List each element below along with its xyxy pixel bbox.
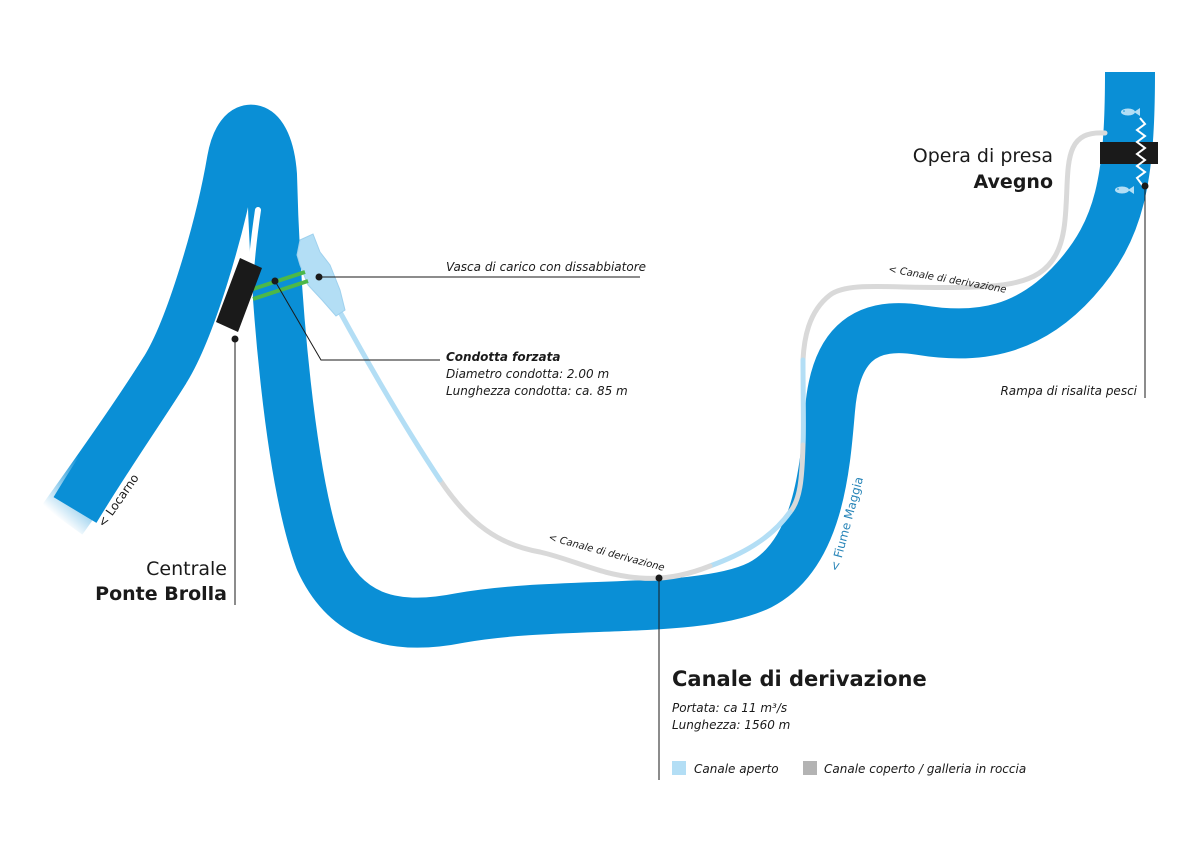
legend: Canale aperto Canale coperto / galleria …	[672, 761, 1026, 776]
canal-open-mid	[707, 509, 793, 569]
canal-covered-low	[637, 563, 713, 581]
label-canale-portata: Portata: ca 11 m³/s	[672, 701, 787, 715]
canal-open-lower	[337, 309, 443, 483]
label-canal-tag-bottom: < Canale di derivazione	[547, 532, 665, 574]
leader-dot-canale	[655, 574, 663, 582]
leader-condotta	[274, 280, 440, 361]
fish-icon	[1121, 108, 1140, 116]
label-presa-line2: Avegno	[974, 171, 1053, 193]
leader-dot-centrale	[231, 335, 239, 343]
label-condotta-diam: Diametro condotta: 2.00 m	[446, 367, 609, 381]
label-canal-tag-top: < Canale di derivazione	[887, 264, 1007, 296]
legend-label-covered: Canale coperto / galleria in roccia	[824, 762, 1026, 776]
leader-dot-condotta	[271, 277, 279, 285]
power-station	[216, 258, 262, 332]
canal-covered	[800, 130, 1108, 363]
legend-swatch-covered	[803, 761, 817, 775]
label-centrale-line1: Centrale	[146, 558, 227, 580]
label-centrale-line2: Ponte Brolla	[95, 583, 227, 605]
label-rampa: Rampa di risalita pesci	[1000, 384, 1137, 398]
zigzag-icon	[1135, 117, 1147, 187]
label-condotta-len: Lunghezza condotta: ca. 85 m	[446, 384, 628, 398]
label-condotta-title: Condotta forzata	[446, 350, 560, 364]
leader-dot-vasca	[315, 273, 323, 281]
label-canale-lunghezza: Lunghezza: 1560 m	[672, 718, 790, 732]
legend-label-open: Canale aperto	[694, 762, 779, 776]
label-presa-line1: Opera di presa	[913, 145, 1053, 167]
river-maggia	[53, 71, 1155, 648]
canal-covered-bend	[437, 477, 643, 581]
leader-dot-rampa	[1141, 182, 1149, 190]
label-canale-title: Canale di derivazione	[672, 667, 927, 691]
intake-weir	[1100, 142, 1158, 164]
fish-icon	[1115, 186, 1134, 194]
label-vasca: Vasca di carico con dissabbiatore	[446, 260, 646, 274]
river-fade-locarno	[41, 356, 187, 535]
legend-swatch-open	[672, 761, 686, 775]
canal-covered-mid	[787, 442, 806, 515]
